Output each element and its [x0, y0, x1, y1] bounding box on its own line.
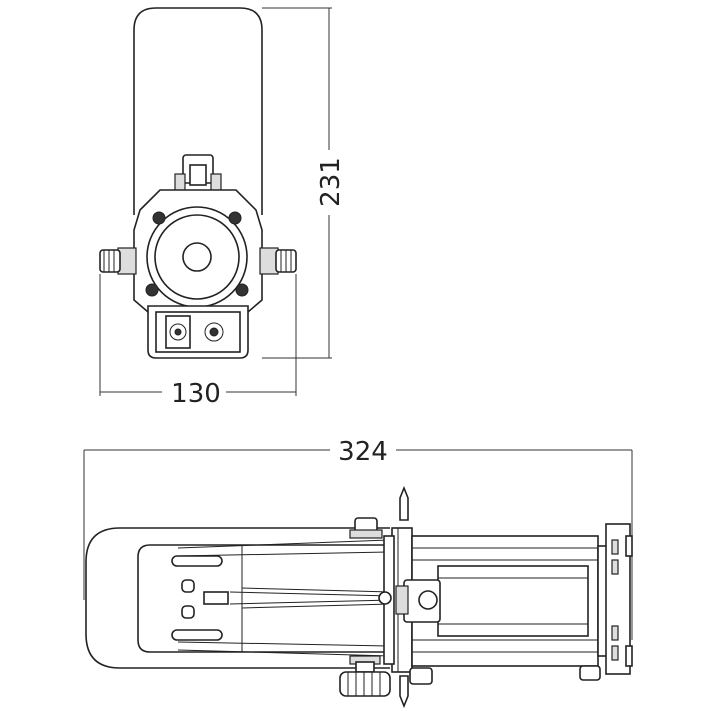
front-connector-panel	[147, 305, 249, 359]
side-top-knob	[349, 517, 383, 539]
side-cooling-fins	[177, 539, 391, 657]
height-dimension-label: 231	[316, 157, 346, 207]
height-dimension: 231	[262, 7, 346, 359]
side-foot-right	[579, 665, 601, 681]
side-foot-left	[409, 667, 433, 685]
length-dimension-label: 324	[338, 437, 388, 467]
side-yoke	[85, 527, 390, 669]
front-screw	[235, 283, 249, 297]
side-lens-tube	[411, 535, 599, 667]
front-right-knob	[259, 247, 297, 275]
front-left-knob	[99, 247, 137, 275]
side-shutter-pin-bottom	[399, 675, 409, 709]
front-lens	[146, 206, 248, 308]
side-zoom-knob	[378, 579, 441, 623]
front-view: 231 130	[99, 7, 346, 409]
side-rear-housing	[137, 544, 391, 653]
front-screw	[145, 283, 159, 297]
side-bottom-knob	[339, 655, 391, 697]
length-dimension: 324	[83, 437, 633, 640]
side-shutter-pin-top	[399, 485, 409, 521]
front-screw	[228, 211, 242, 225]
side-front-ring	[597, 523, 633, 675]
width-dimension-label: 130	[171, 379, 221, 409]
side-view: 324	[83, 437, 633, 709]
front-housing-outline	[133, 7, 263, 215]
front-screw	[152, 211, 166, 225]
front-top-latch	[174, 154, 222, 193]
width-dimension: 130	[99, 274, 297, 409]
